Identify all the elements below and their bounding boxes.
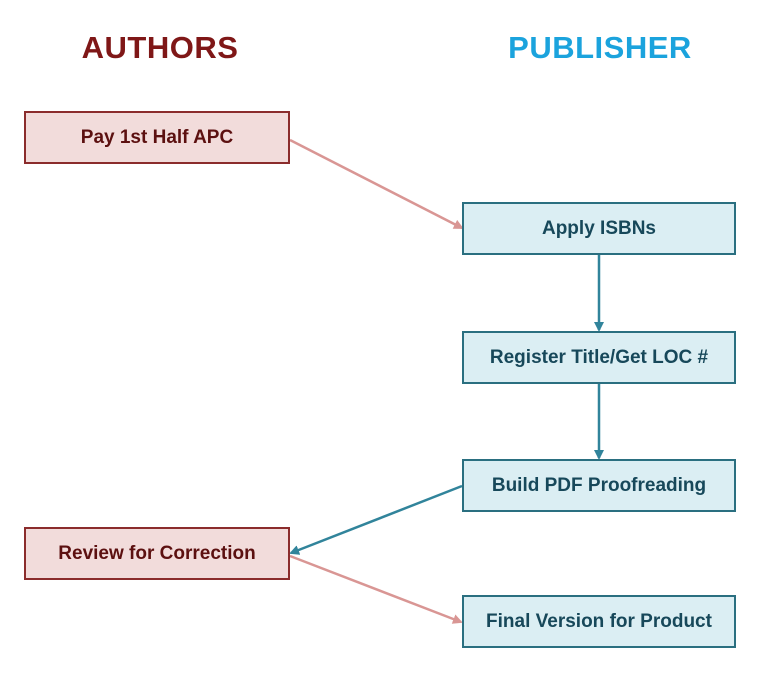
arrow-build-to-review bbox=[289, 484, 463, 555]
step-final-version: Final Version for Product bbox=[462, 595, 736, 648]
authors-column-title: AUTHORS bbox=[81, 30, 239, 65]
step-register-title: Register Title/Get LOC # bbox=[462, 331, 736, 384]
step-review-for-correction: Review for Correction bbox=[24, 527, 290, 580]
arrow-pay-to-isbn bbox=[289, 138, 464, 230]
arrow-review-to-final bbox=[289, 554, 463, 624]
step-build-pdf-proofreading: Build PDF Proofreading bbox=[462, 459, 736, 512]
step-pay-half-apc: Pay 1st Half APC bbox=[24, 111, 290, 164]
step-apply-isbns: Apply ISBNs bbox=[462, 202, 736, 255]
publisher-column-title: PUBLISHER bbox=[508, 30, 692, 65]
